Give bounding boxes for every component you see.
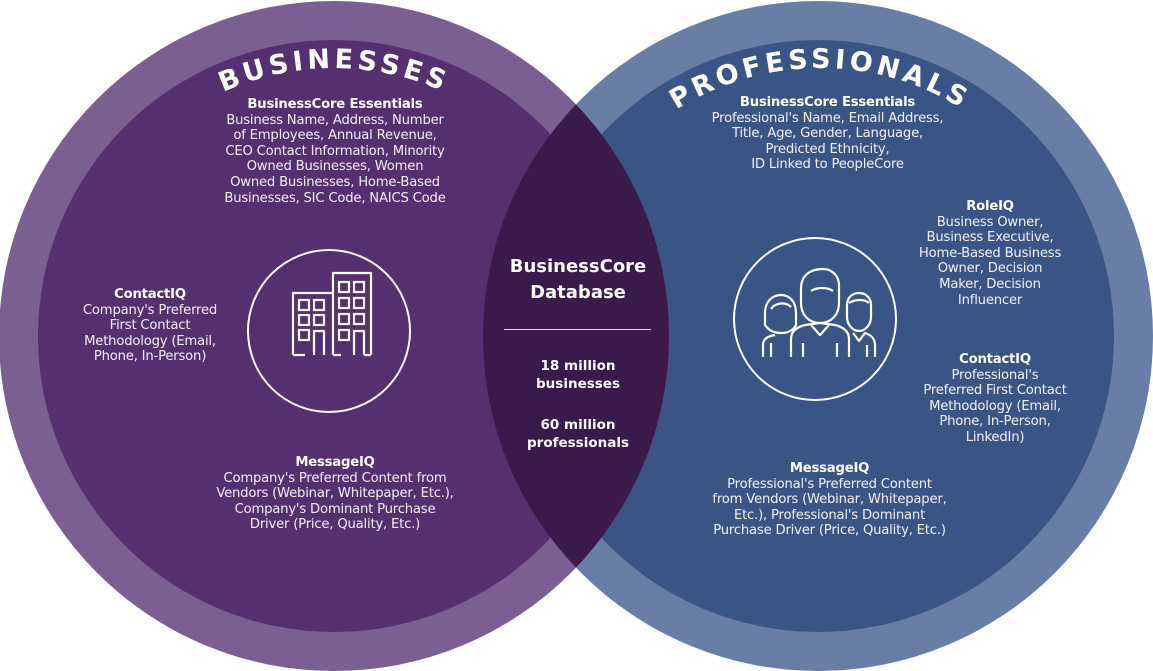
center-title: BusinessCore Database <box>509 256 647 303</box>
right-contactiq: ContactIQ Professional's Preferred First… <box>895 352 1095 446</box>
left-essentials-text: Business Name, Address, Number of Employ… <box>224 112 446 206</box>
office-buildings-icon <box>291 271 373 357</box>
left-messageiq-text: Company's Preferred Content from Vendors… <box>216 470 454 533</box>
right-essentials: BusinessCore Essentials Professional's N… <box>680 95 975 173</box>
right-messageiq-text: Professional's Preferred Content from Ve… <box>712 476 947 539</box>
right-messageiq: MessageIQ Professional's Preferred Conte… <box>682 461 977 539</box>
left-contactiq: ContactIQ Company's Preferred First Cont… <box>60 287 240 365</box>
right-roleiq: RoleIQ Business Owner, Business Executiv… <box>900 199 1080 308</box>
right-messageiq-title: MessageIQ <box>789 461 870 476</box>
right-contactiq-title: ContactIQ <box>959 352 1031 367</box>
stat-businesses: 18 million businesses <box>536 358 620 392</box>
left-messageiq: MessageIQ Company's Preferred Content fr… <box>190 455 480 533</box>
left-contactiq-text: Company's Preferred First Contact Method… <box>82 302 218 365</box>
right-roleiq-text: Business Owner, Business Executive, Home… <box>918 214 1062 308</box>
right-essentials-title: BusinessCore Essentials <box>739 95 916 110</box>
left-contactiq-title: ContactIQ <box>114 287 186 302</box>
right-essentials-text: Professional's Name, Email Address, Titl… <box>711 110 944 173</box>
left-essentials-title: BusinessCore Essentials <box>247 97 423 112</box>
right-contactiq-text: Professional's Preferred First Contact M… <box>923 367 1067 445</box>
people-icon-circle <box>733 237 897 401</box>
people-group-icon <box>761 267 877 357</box>
right-roleiq-title: RoleIQ <box>966 199 1014 214</box>
center-divider <box>504 329 651 330</box>
stat-professionals: 60 million professionals <box>527 417 629 451</box>
buildings-icon-circle <box>247 249 411 413</box>
left-essentials: BusinessCore Essentials Business Name, A… <box>190 97 480 206</box>
left-messageiq-title: MessageIQ <box>295 455 375 470</box>
